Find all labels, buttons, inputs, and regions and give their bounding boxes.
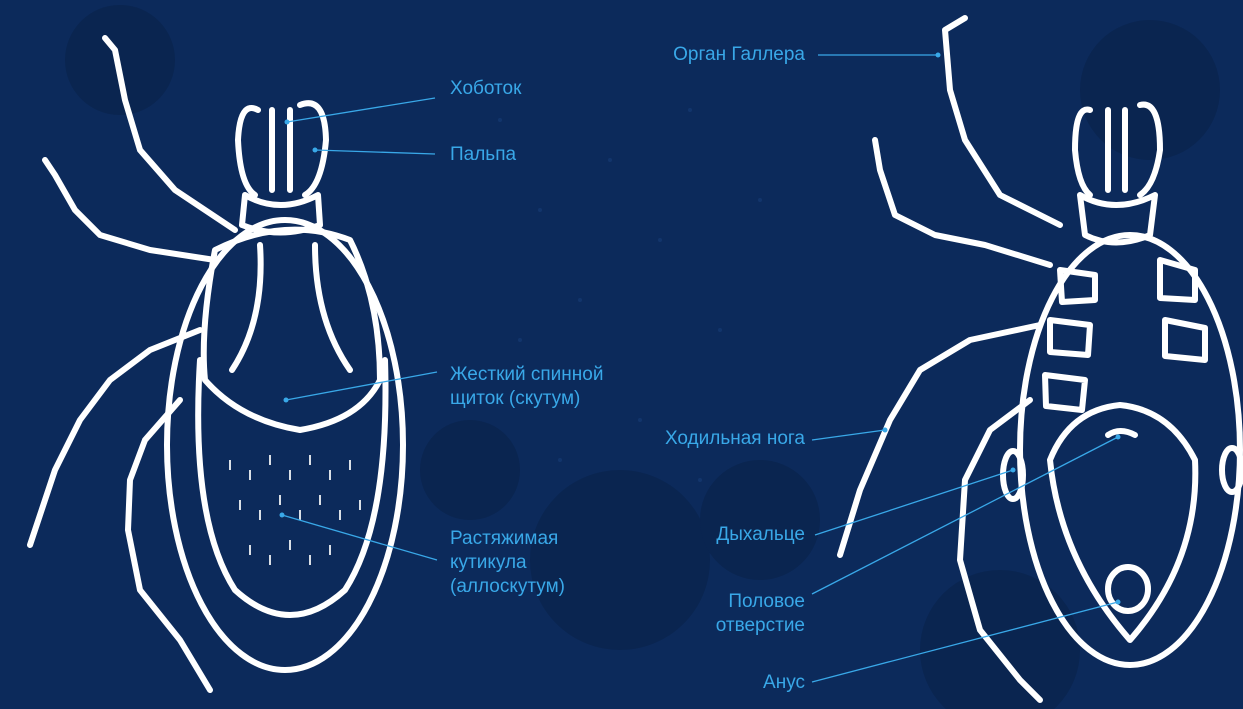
ventral-anal-groove (1050, 405, 1195, 640)
ventral-palp-left (1075, 110, 1090, 196)
ventral-leg-1-left (945, 18, 1060, 225)
label-haller-organ: Орган Галлера (673, 43, 805, 67)
dorsal-hairs (230, 455, 360, 565)
label-scutum-line-2: щиток (скутум) (450, 387, 603, 411)
dorsal-leg-2-left (45, 160, 215, 260)
leader-leg (812, 430, 885, 440)
background-speckles (498, 108, 762, 482)
label-spiracle: Дыхальце (716, 523, 805, 547)
tick-dorsal-drawing (30, 38, 403, 690)
leader-cuticle (282, 515, 437, 560)
ventral-coxae (1045, 260, 1205, 410)
leader-spiracle (815, 470, 1013, 535)
leader-palp (315, 150, 435, 154)
label-genital-line-2: отверстие (716, 614, 805, 638)
ventral-spiracle-left (1003, 451, 1023, 499)
ventral-leg-3-left (840, 325, 1040, 555)
ventral-spiracle-right (1222, 448, 1242, 492)
label-cuticle-line-3: (аллоскутум) (450, 575, 565, 599)
ventral-anus (1108, 567, 1148, 611)
label-genital-opening: Половое отверстие (716, 590, 805, 638)
label-palp: Пальпа (450, 143, 516, 167)
leader-scutum (286, 372, 437, 400)
ventral-genital-opening (1108, 431, 1135, 435)
label-scutum: Жесткий спинной щиток (скутум) (450, 363, 603, 411)
label-cuticle-line-1: Растяжимая (450, 527, 565, 551)
label-cuticle: Растяжимая кутикула (аллоскутум) (450, 527, 565, 599)
label-genital-line-1: Половое (716, 590, 805, 614)
dorsal-palp-left (238, 108, 258, 195)
ventral-leg-2-left (875, 140, 1050, 265)
label-walking-leg: Ходильная нога (665, 427, 805, 451)
dorsal-cervical-grooves (232, 245, 350, 370)
label-cuticle-line-2: кутикула (450, 551, 565, 575)
label-anus: Анус (763, 671, 805, 695)
label-scutum-line-1: Жесткий спинной (450, 363, 603, 387)
label-proboscis: Хоботок (450, 77, 521, 101)
